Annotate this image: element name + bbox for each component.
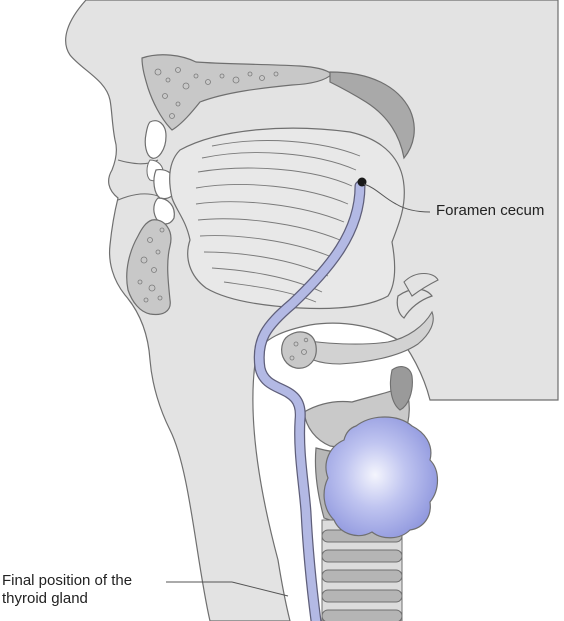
upper-incisor: [144, 120, 167, 159]
hard-palate: [141, 54, 333, 131]
mandible-bone-texture: [137, 227, 165, 303]
thyroglossal-duct: [254, 181, 365, 621]
epiglottis-tip: [403, 272, 439, 297]
arytenoid-cartilage: [389, 366, 413, 411]
tracheal-ring: [321, 609, 403, 621]
lower-lip: [117, 193, 159, 201]
thyroid-label-line2: thyroid gland: [2, 590, 88, 607]
thyroid-label-line1: Final position of the: [2, 572, 133, 589]
thyroid-gland-label: Final position of the thyroid gland: [2, 572, 132, 608]
thyroid-gland: [323, 416, 439, 539]
tracheal-ring: [321, 589, 403, 603]
hyoid-membrane: [299, 310, 434, 365]
tongue: [169, 127, 405, 310]
mandible: [126, 219, 172, 316]
foramen-cecum-leader: [363, 183, 431, 213]
palate-bone-texture: [154, 67, 279, 119]
soft-palate: [329, 71, 415, 160]
thyroid-leader-diagonal: [231, 581, 289, 597]
foramen-cecum-label: Foramen cecum: [436, 202, 545, 219]
foramen-cecum-point: [357, 177, 367, 187]
hyoid-bone-texture: [289, 337, 309, 361]
tracheal-ring: [321, 569, 403, 583]
hyoid-bone: [281, 331, 317, 369]
tracheal-ring: [321, 549, 403, 563]
